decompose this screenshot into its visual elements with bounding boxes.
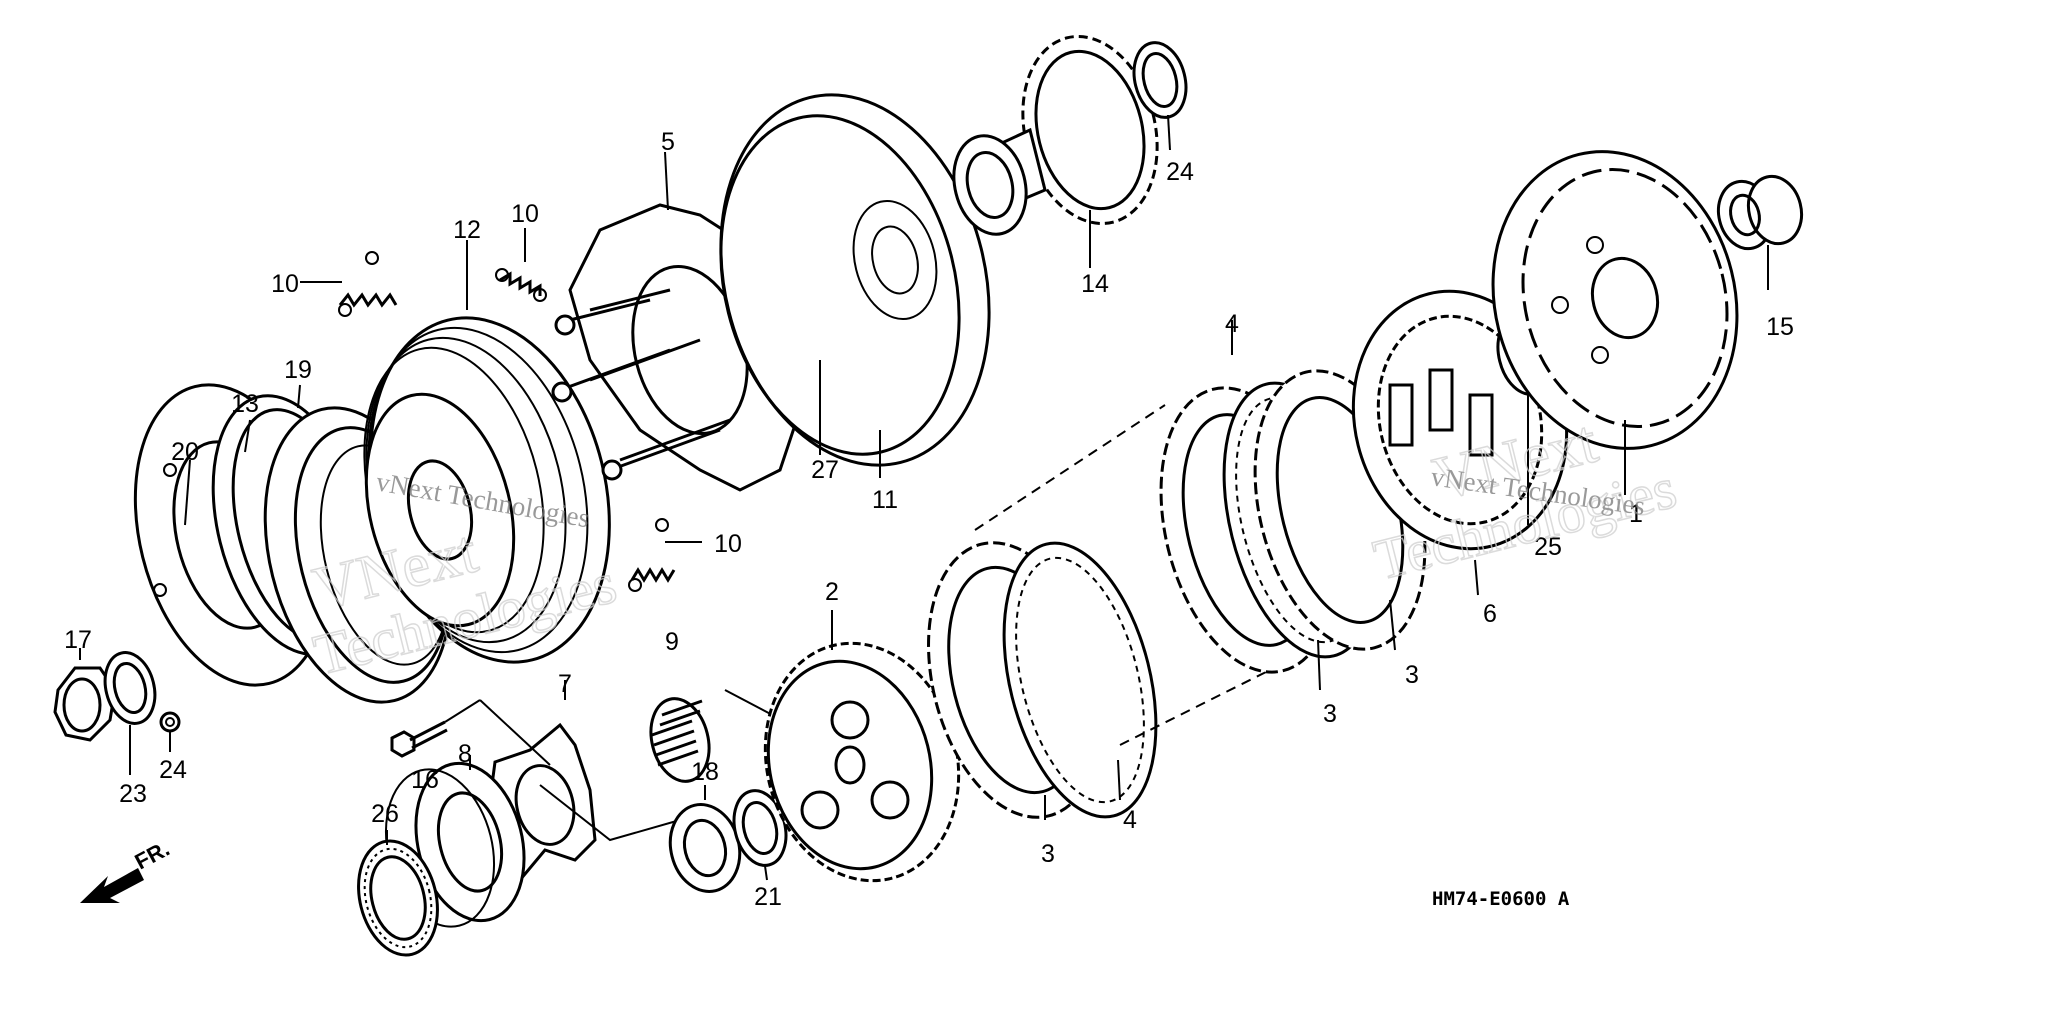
callout-25: 24 [159,756,187,784]
part-11-clutch-drum [719,93,991,467]
part-10-spring-c [628,518,676,592]
callout-17: 17 [64,626,92,654]
callout-10-c: 10 [714,530,742,558]
part-10-spring-b [495,268,547,302]
part-10-spring-a [338,251,398,317]
leader-7-18 [539,784,681,842]
callout-21: 21 [754,883,782,911]
part-1-clutch-outer [1491,150,1739,450]
callout-4-lower: 4 [1123,806,1137,834]
callout-22: 24 [1166,158,1194,186]
callout-9: 9 [665,628,679,656]
callout-10-b: 10 [511,200,539,228]
part-22-washer [1132,41,1188,119]
drawing-code: HM74-E0600 A [1432,888,1570,910]
front-direction-arrow-icon: FR. [80,836,174,903]
leader-16 [444,699,481,723]
part-17-nut [53,666,117,742]
callout-26: 26 [371,800,399,828]
part-26-bearing [357,839,439,957]
leader-lines [79,114,1769,881]
callout-16: 16 [411,766,439,794]
callout-8: 8 [458,740,472,768]
callout-3-back: 3 [1405,661,1419,689]
callout-4-upper: 4 [1225,310,1239,338]
part-16-bolt [390,720,448,758]
callout-10-a: 10 [271,270,299,298]
callout-3-upper: 3 [1323,700,1337,728]
callout-14: 14 [1081,270,1109,298]
callout-1: 1 [1629,500,1643,528]
part-4-clutch-plate-lower [1002,541,1158,819]
part-24-washer [103,651,157,725]
callout-23: 25 [1534,533,1562,561]
callout-18: 18 [691,758,719,786]
callout-6: 6 [1483,600,1497,628]
callout-12: 12 [453,216,481,244]
part-21-washer [732,789,788,867]
part-14-primary-gear [952,34,1159,236]
callout-labels: 20 13 19 12 10 10 10 5 27 11 14 24 15 4 … [64,128,1794,911]
part-25-small-washer [159,711,181,733]
callout-5: 5 [661,128,675,156]
callout-2: 2 [825,578,839,606]
callout-13: 13 [231,390,259,418]
part-12-shoe-assembly [363,316,611,664]
callout-27: 27 [811,456,839,484]
dashed-guide-upper [974,404,1166,531]
part-15-collar [1716,174,1804,251]
part-9-spring [649,697,711,783]
callout-24: 23 [119,780,147,808]
callout-7: 7 [558,670,572,698]
callout-15: 15 [1766,313,1794,341]
callout-11: 11 [872,486,898,514]
leader-7-16 [479,699,551,766]
callout-20: 20 [171,438,199,466]
callout-19: 19 [284,356,312,384]
callout-3-lower: 3 [1041,840,1055,868]
